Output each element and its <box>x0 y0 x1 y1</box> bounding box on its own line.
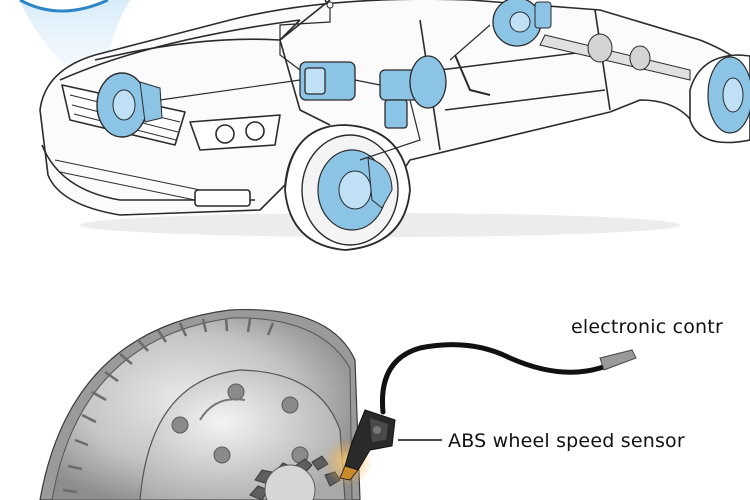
cable-connector <box>599 349 637 371</box>
brake-disc-closeup <box>39 308 361 500</box>
abs-sensor-label: ABS wheel speed sensor <box>448 430 685 452</box>
sensor-cable <box>379 342 621 415</box>
abs-modulator <box>299 54 491 129</box>
front-wheel <box>284 124 411 251</box>
rear-brake-assembly <box>324 0 691 81</box>
rear-wheel <box>689 54 750 144</box>
abs-sensor <box>339 409 396 481</box>
highlighted-brake-disc <box>96 72 163 138</box>
electronic-control-label: electronic contr <box>571 316 723 338</box>
brake-lines <box>159 5 491 161</box>
